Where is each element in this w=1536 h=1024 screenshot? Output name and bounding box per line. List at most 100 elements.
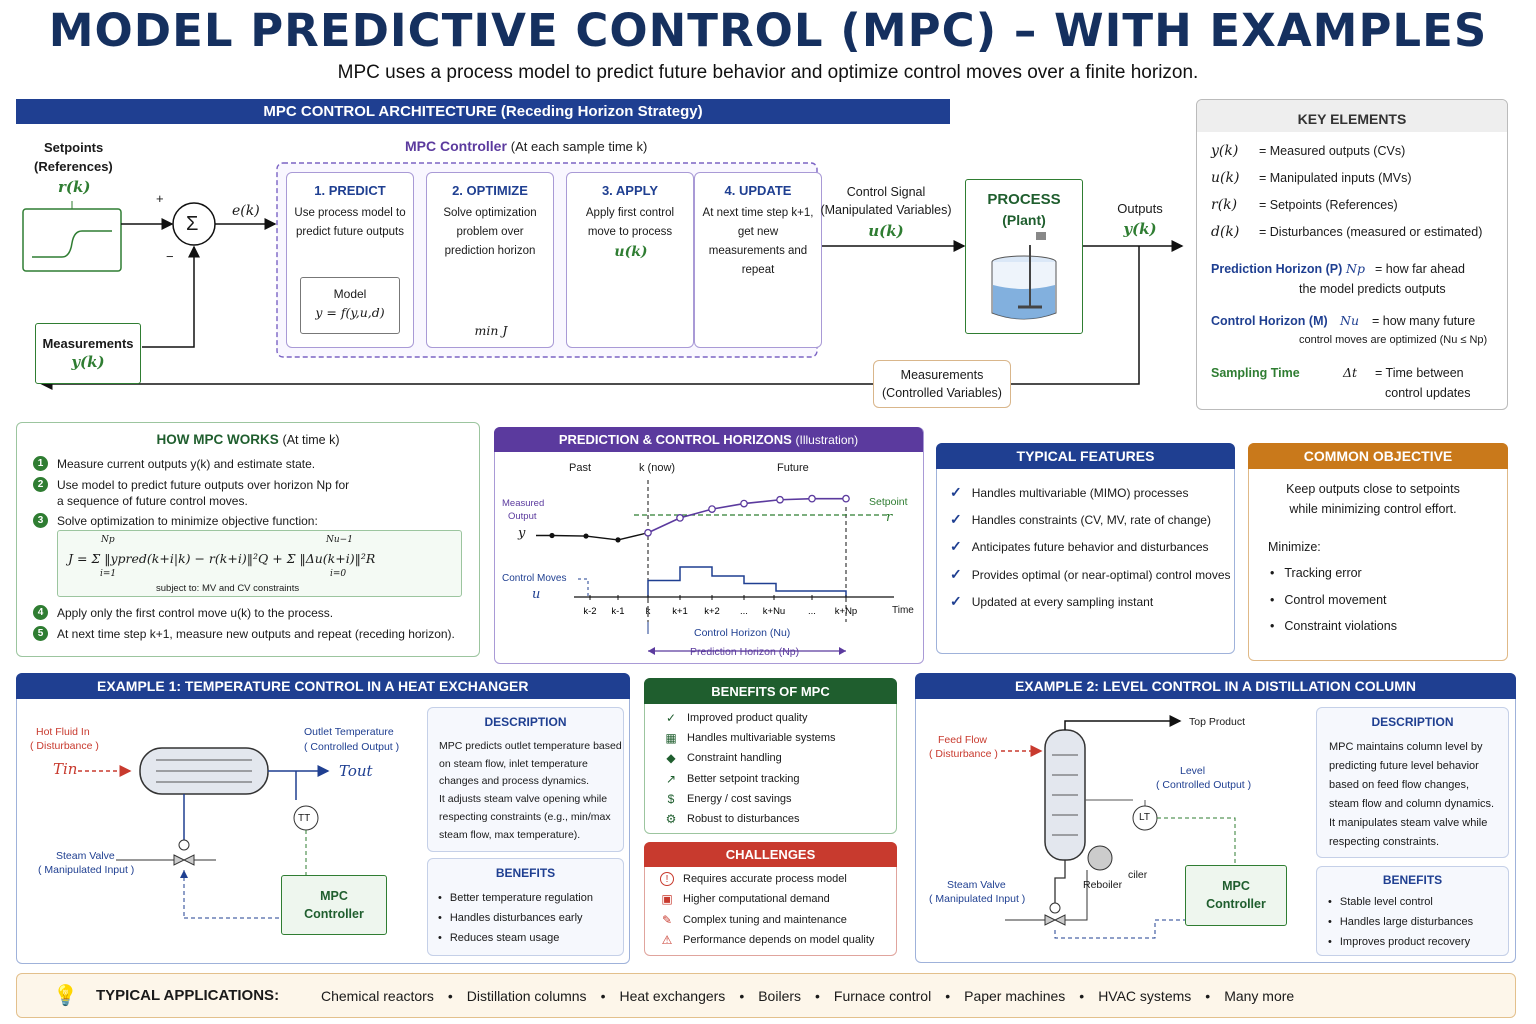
error-symbol: e(k)	[232, 203, 260, 219]
steam-valve-manip: ( Manipulated Input )	[38, 864, 135, 876]
app-3: Heat exchangers	[619, 988, 726, 1004]
ex2-ben-1: •Stable level control	[1328, 896, 1433, 908]
check-icon: ✓	[950, 538, 962, 554]
objective-header: COMMON OBJECTIVE	[1248, 443, 1508, 469]
ex2-steam-valve: Steam Valve	[947, 879, 1006, 891]
step-apply-title: 3. APPLY	[601, 183, 659, 198]
key-sym-u: u(k)	[1211, 170, 1240, 186]
h-setpoint: Setpoint	[869, 496, 908, 508]
steam-valve	[173, 854, 195, 866]
step-update-title: 4. UPDATE	[724, 183, 792, 198]
ex1-desc-2: on steam flow, inlet temperature	[439, 758, 588, 770]
t-in: Tin	[53, 760, 78, 778]
steam-valve-label: Steam Valve	[56, 850, 115, 862]
tick-label: k+2	[704, 606, 720, 617]
key-desc-d: = Disturbances (measured or estimated)	[1259, 225, 1483, 239]
key-desc-y: = Measured outputs (CVs)	[1259, 144, 1406, 158]
alert-icon: !	[660, 872, 674, 886]
ex2-ben-3-text: Improves product recovery	[1339, 936, 1471, 948]
tick-label: k+Nu	[763, 606, 785, 617]
controller-title-main: MPC Controller	[405, 138, 507, 154]
benefit-5: $Energy / cost savings	[664, 792, 792, 806]
h-pred-horizon: Prediction Horizon (Np)	[690, 646, 800, 658]
feature-1-text: Handles multivariable (MIMO) processes	[971, 485, 1189, 500]
check-icon: ✓	[950, 484, 962, 500]
warning-icon: ⚠	[661, 933, 673, 947]
ex1-ben-2: •Handles disturbances early	[438, 912, 583, 924]
controller-title-sub: (At each sample time k)	[510, 139, 648, 154]
tools-icon: ✎	[661, 913, 673, 927]
predicted-output-point	[676, 514, 684, 522]
objective-panel	[1248, 443, 1508, 661]
sampling-desc2: control updates	[1385, 386, 1471, 400]
check-icon: ✓	[950, 566, 962, 582]
ex1-desc-1: MPC predicts outlet temperature based	[439, 740, 622, 752]
model-label: Model	[333, 287, 367, 301]
h-u: u	[532, 587, 541, 602]
applications-label: TYPICAL APPLICATIONS:	[96, 987, 280, 1004]
meas-cv-line2: (Controlled Variables)	[882, 386, 1002, 400]
distillation-diagram	[1001, 715, 1236, 939]
eq-constraints: subject to: MV and CV constraints	[156, 583, 300, 594]
predicted-output-point	[644, 528, 652, 537]
page-subtitle: MPC uses a process model to predict futu…	[337, 62, 1199, 83]
benefits-header: BENEFITS OF MPC	[644, 678, 897, 704]
r-symbol: r(k)	[58, 178, 91, 196]
tick-label: ...	[740, 606, 748, 617]
horizons-header-main: PREDICTION & CONTROL HORIZONS	[558, 432, 792, 447]
objective-item-2-text: Control movement	[1284, 593, 1387, 607]
app-5: Furnace control	[833, 988, 932, 1004]
ex1-ben-header: BENEFITS	[495, 866, 556, 880]
sigma-symbol: Σ	[186, 213, 199, 235]
how-step-5-text: At next time step k+1, measure new outpu…	[57, 626, 455, 641]
key-elements-panel: KEY ELEMENTS	[1196, 99, 1508, 410]
ctrl-horizon-desc2: control moves are optimized (Nu ≤ Np)	[1299, 334, 1488, 346]
predicted-output-point	[740, 499, 748, 508]
h-ctrl-horizon: Control Horizon (Nu)	[694, 627, 791, 639]
feature-3: ✓Anticipates future behavior and disturb…	[950, 538, 1209, 555]
benefit-5-text: Energy / cost savings	[687, 793, 792, 805]
h-measured2: Output	[508, 511, 537, 522]
ex1-ben-panel	[427, 858, 624, 956]
check-icon: ✓	[950, 593, 962, 609]
features-panel	[936, 443, 1235, 654]
outputs-y: y(k)	[1123, 220, 1157, 238]
objective-desc2: while minimizing control effort.	[1289, 502, 1457, 516]
how-num-4: 4	[33, 605, 48, 620]
prediction-horizon-arrowhead	[839, 647, 846, 655]
reboiler	[1087, 845, 1113, 871]
ex2-desc-panel	[1316, 707, 1509, 858]
benefit-3: ◆Constraint handling	[664, 751, 781, 765]
outputs-label: Outputs	[1117, 201, 1163, 216]
ex1-desc-6: steam flow, max temperature).	[439, 829, 581, 841]
benefits-panel	[644, 678, 897, 834]
predicted-output-point	[842, 494, 850, 503]
ex1-mpc-box: MPC Controller	[281, 875, 387, 935]
ex2-mpc-line2: Controller	[1206, 897, 1266, 911]
eq-sum1-top: Np	[101, 535, 115, 545]
app-2: Distillation columns	[466, 988, 587, 1004]
challenge-3-text: Complex tuning and maintenance	[683, 914, 847, 926]
ex1-desc-3: changes and process dynamics.	[439, 775, 589, 787]
how-num-3: 3	[33, 513, 48, 528]
hot-fluid-label: Hot Fluid In	[36, 726, 90, 738]
minus-sign: −	[166, 249, 174, 264]
step-optimize-desc: Solve optimization problem over predicti…	[443, 207, 537, 257]
hot-fluid-dist: ( Disturbance )	[30, 740, 99, 752]
measured-output-point	[615, 537, 621, 543]
measured-output-point	[549, 532, 555, 539]
feature-5: ✓Updated at every sampling instant	[950, 593, 1153, 610]
h-past: Past	[569, 462, 592, 474]
ex2-desc-1: MPC maintains column level by	[1329, 741, 1483, 753]
tt-label: TT	[298, 813, 311, 824]
ex1-desc-5: respecting constraints (e.g., min/max	[439, 811, 611, 823]
meas-cv-line1: Measurements	[900, 368, 984, 382]
ex1-mpc-line2: Controller	[304, 907, 364, 921]
eq-sum2-top: Nu−1	[326, 535, 353, 545]
tick-label: k+Np	[835, 606, 857, 617]
tick-label: k+1	[672, 606, 688, 617]
